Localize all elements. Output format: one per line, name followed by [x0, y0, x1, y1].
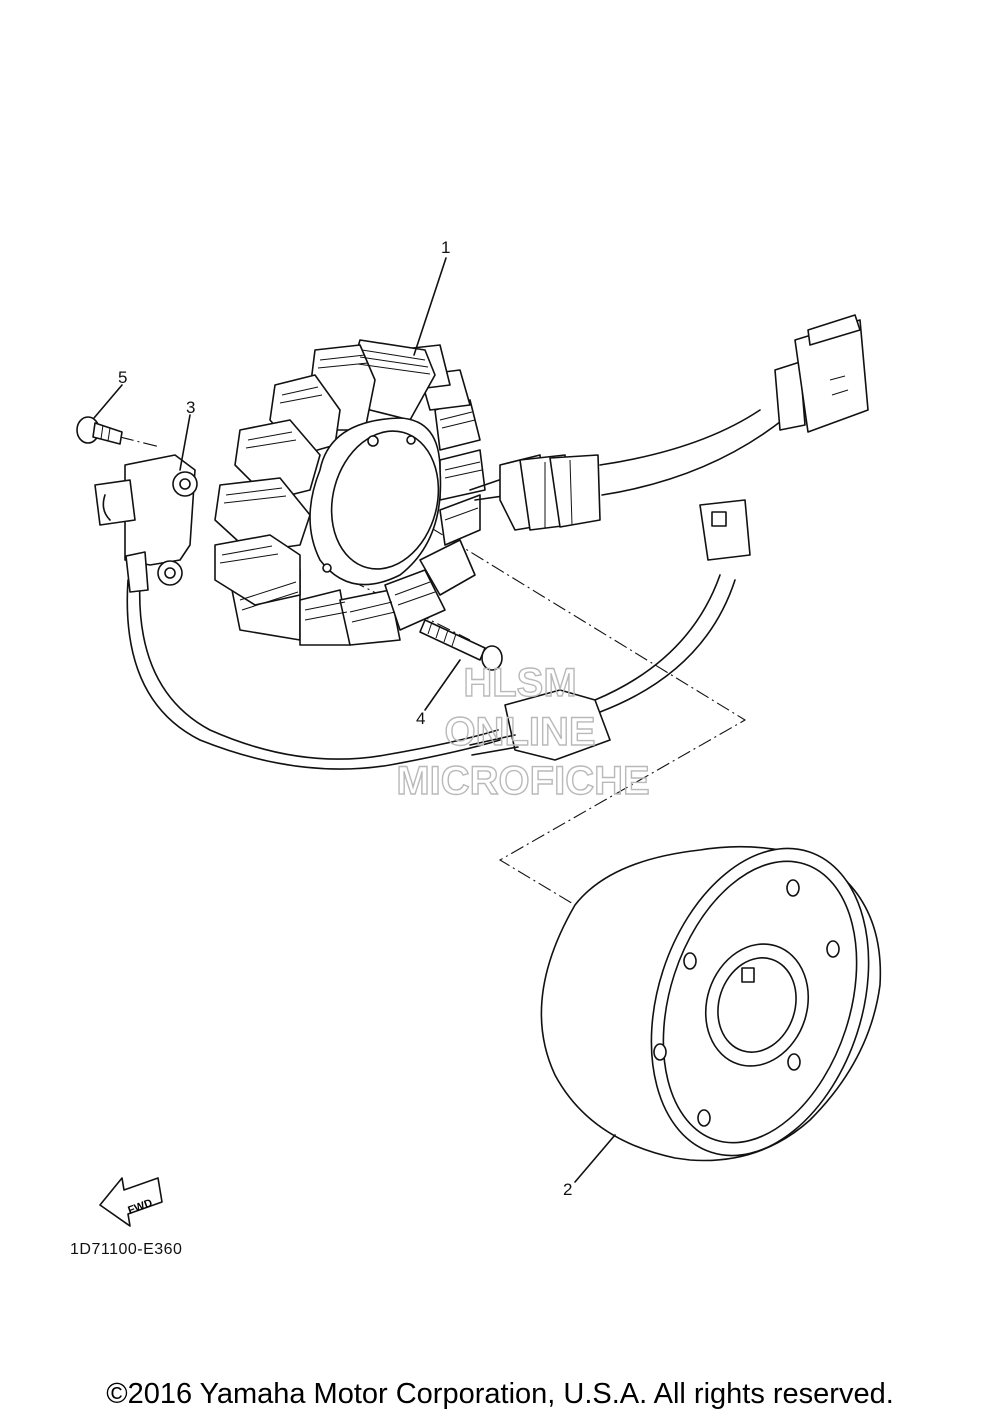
stator-connector	[469, 454, 601, 531]
rotor-flywheel	[540, 845, 882, 1162]
watermark-line-3: MICROFICHE	[396, 759, 649, 803]
main-coupler	[774, 314, 869, 433]
callout-3: 3	[186, 398, 195, 417]
callout-1: 1	[441, 238, 450, 257]
forward-direction-arrow: FWD	[99, 1177, 163, 1227]
callout-leaders	[93, 257, 616, 1183]
stator-coils	[214, 339, 486, 646]
callout-2: 2	[563, 1180, 572, 1199]
watermark-line-1: HLSM	[463, 661, 576, 705]
pickup-coil-assembly	[94, 454, 751, 770]
stator-assembly	[214, 314, 869, 646]
pickup-screw	[76, 416, 123, 445]
stator-bolt	[419, 619, 503, 671]
callout-5: 5	[118, 368, 127, 387]
copyright-notice: ©2016 Yamaha Motor Corporation, U.S.A. A…	[106, 1378, 894, 1410]
watermark: HLSM ONLINE MICROFICHE	[396, 660, 651, 803]
rotor-bolt-holes	[653, 879, 840, 1127]
callout-4: 4	[416, 709, 425, 728]
watermark-line-2: ONLINE	[444, 710, 595, 754]
part-code: 1D71100-E360	[70, 1241, 183, 1258]
